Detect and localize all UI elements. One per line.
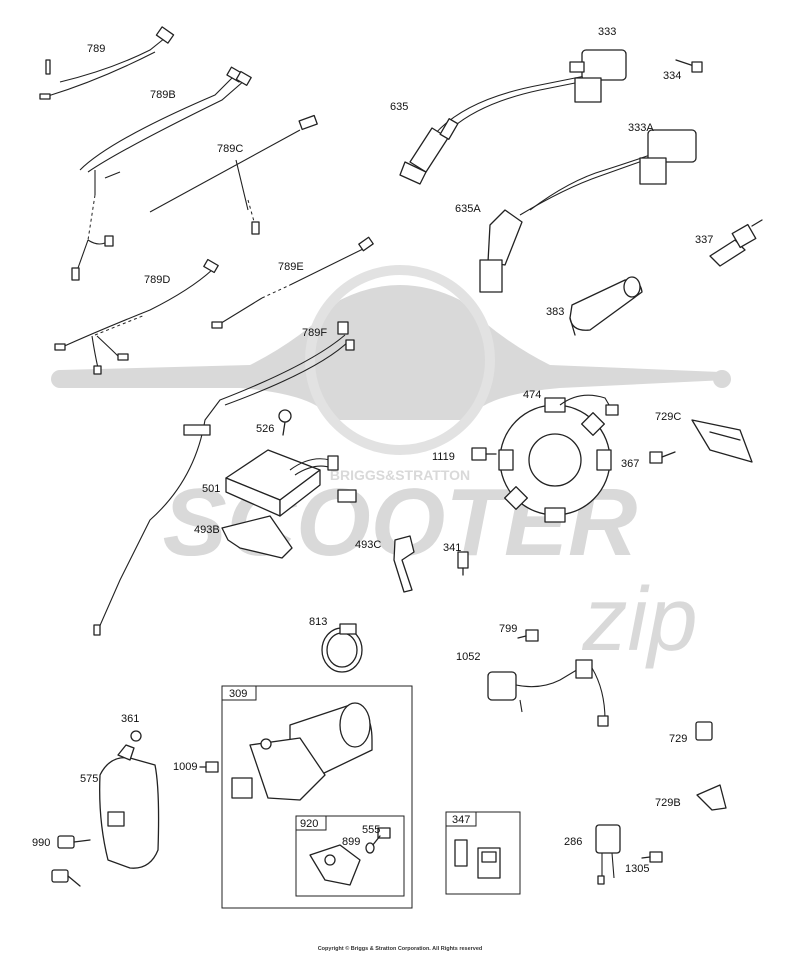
label-526: 526 (256, 423, 274, 435)
label-555: 555 (362, 824, 380, 836)
label-493B: 493B (194, 524, 220, 536)
part-1305-screw (641, 851, 663, 863)
part-341-spacer (457, 551, 469, 576)
part-309-group (221, 685, 413, 909)
label-501: 501 (202, 483, 220, 495)
box-920 (295, 815, 405, 897)
part-367-screw (649, 451, 676, 464)
label-789C: 789C (217, 143, 243, 155)
part-333A-ignition-coil (519, 129, 697, 216)
part-309-starter-motor (231, 702, 373, 801)
label-361: 361 (121, 713, 139, 725)
label-1305: 1305 (625, 863, 649, 875)
label-1052: 1052 (456, 651, 480, 663)
label-990: 990 (32, 837, 50, 849)
part-347-group (445, 811, 521, 895)
watermark-wing-shape (60, 285, 726, 420)
copyright-text: Copyright © Briggs & Stratton Corporatio… (318, 945, 483, 952)
label-789B: 789B (150, 89, 176, 101)
label-789D: 789D (144, 274, 170, 286)
part-729B-bracket (696, 784, 727, 811)
label-333A: 333A (628, 122, 654, 134)
box-309-tab (221, 685, 257, 701)
label-286: 286 (564, 836, 582, 848)
watermark-left-knob (51, 370, 69, 388)
label-899: 899 (342, 836, 360, 848)
label-334: 334 (663, 70, 681, 82)
watermark-brand-text: BRIGGS&STRATTON (330, 467, 470, 483)
watermark-circle (305, 265, 495, 455)
part-990-keys (51, 835, 91, 887)
part-501-regulator (225, 449, 357, 517)
box-309 (221, 685, 413, 909)
label-813: 813 (309, 616, 327, 628)
part-493C-clip (393, 535, 415, 593)
label-1119: 1119 (432, 451, 455, 463)
part-799-screw (517, 629, 539, 642)
part-1009-screw (199, 761, 219, 773)
label-799: 799 (499, 623, 517, 635)
part-729C-bracket (691, 419, 753, 463)
label-729B: 729B (655, 797, 681, 809)
part-575-battery-housing (99, 744, 160, 869)
box-347-tab (445, 811, 477, 827)
label-789F: 789F (302, 327, 327, 339)
label-383: 383 (546, 306, 564, 318)
label-789: 789 (87, 43, 105, 55)
label-920: 920 (300, 818, 318, 830)
label-493C: 493C (355, 539, 381, 551)
label-789E: 789E (278, 261, 304, 273)
part-337-spark-plug (709, 219, 763, 267)
part-789F-harness (93, 321, 355, 636)
label-474: 474 (523, 389, 541, 401)
label-309: 309 (229, 688, 247, 700)
watermark-zip-text: zip (581, 570, 697, 670)
label-635: 635 (390, 101, 408, 113)
label-729: 729 (669, 733, 687, 745)
part-1119-screw (471, 447, 497, 461)
part-729-clip (695, 721, 713, 741)
label-337: 337 (695, 234, 713, 246)
label-635A: 635A (455, 203, 481, 215)
watermark: BRIGGS&STRATTON SCOOTER zip (51, 265, 731, 670)
part-789E-harness (211, 236, 374, 329)
part-474-stator (498, 394, 619, 523)
box-920-tab (295, 815, 327, 831)
part-635-spark-plug-boot (399, 118, 459, 185)
part-383-cylinder (569, 276, 643, 336)
label-1009: 1009 (173, 761, 197, 773)
part-526-screw (278, 409, 292, 436)
label-347: 347 (452, 814, 470, 826)
part-789D-harness (54, 258, 219, 375)
part-899-solenoid (309, 844, 361, 886)
part-789-harness (39, 26, 175, 100)
part-347-rocker-switch (454, 839, 501, 879)
part-1052-harness (487, 659, 609, 727)
watermark-right-knob (713, 370, 731, 388)
box-347 (445, 811, 521, 895)
part-813-clamp (321, 623, 363, 673)
label-729C: 729C (655, 411, 681, 423)
part-361-screw (130, 730, 142, 742)
part-333-ignition-coil (429, 49, 627, 146)
part-493B-bracket (221, 515, 293, 559)
part-789C-harness (149, 114, 318, 235)
label-367: 367 (621, 458, 639, 470)
label-575: 575 (80, 773, 98, 785)
label-341: 341 (443, 542, 461, 554)
part-286-module (595, 824, 621, 885)
part-labels: 789 789B 789C 789D 789E 789F 333 334 635… (32, 26, 713, 875)
part-789B-harness (71, 66, 252, 281)
label-333: 333 (598, 26, 616, 38)
part-334-screw (675, 59, 703, 73)
part-635A-spark-plug-boot (479, 209, 523, 293)
part-555-screw (365, 827, 391, 854)
